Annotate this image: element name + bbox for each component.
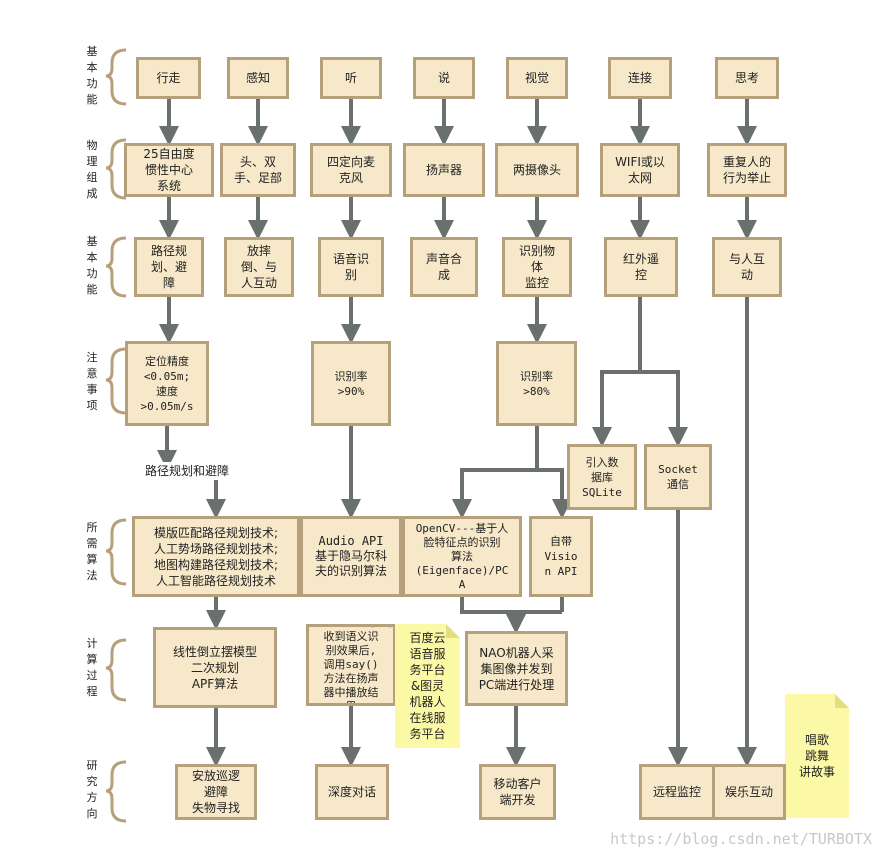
node-human-behavior: 重复人的 行为举止 (707, 143, 787, 197)
node-entertainment: 娱乐互动 (712, 764, 786, 820)
row-label-notes: 注 意 事 项 (86, 351, 98, 412)
node-wifi: WIFI或以 太网 (600, 143, 680, 197)
node-hear: 听 (320, 57, 382, 99)
node-ir-remote: 红外遥 控 (604, 237, 678, 297)
node-audio-api: Audio API 基于隐马尔科 夫的识别算法 (300, 516, 402, 597)
node-cameras: 两摄像头 (495, 143, 579, 197)
node-rate-80: 识别率 >80% (496, 341, 577, 426)
arrow (592, 297, 642, 447)
node-interact: 与人互 动 (712, 237, 782, 297)
sticky-fold (835, 694, 849, 708)
node-path-algorithms: 模版匹配路径规划技术; 人工势场路径规划技术; 地图构建路径规划技术; 人工智能… (132, 516, 300, 597)
node-deep-dialog: 深度对话 (315, 764, 389, 820)
node-speak: 说 (413, 57, 475, 99)
brace (105, 760, 127, 823)
node-object-recognition: 识别物 体 监控 (502, 237, 572, 297)
row-label-algorithm: 所 需 算 法 (86, 521, 98, 582)
sticky-fold (446, 624, 460, 638)
node-imu: 25自由度 惯性中心 系统 (124, 143, 214, 197)
arrow (537, 468, 572, 519)
row-label-compute: 计 算 过 程 (86, 637, 98, 698)
brace (105, 638, 127, 702)
brace (105, 48, 127, 106)
node-mobile-client: 移动客户 端开发 (479, 764, 556, 820)
node-path-planning: 路径规 划、避 障 (134, 237, 204, 297)
path-planning-label: 路径规划和避障 (143, 462, 232, 479)
node-nao-image: NAO机器人采 集图像并发到 PC端进行处理 (465, 631, 568, 706)
node-patrol: 安放巡逻 避障 失物寻找 (175, 764, 257, 820)
arrow (640, 370, 688, 447)
node-think: 思考 (715, 57, 779, 99)
sticky-entertainment: 唱歌 跳舞 讲故事 (785, 694, 849, 818)
arrow (460, 597, 526, 634)
node-remote-monitor: 远程监控 (639, 764, 715, 820)
brace (105, 518, 127, 586)
brace (105, 138, 127, 200)
node-fall-protect: 放摔 倒、与 人互动 (224, 237, 294, 297)
watermark: https://blog.csdn.net/TURBOTX (610, 830, 872, 848)
node-vision-api: 自带 Visio n API (529, 516, 593, 597)
arrow (452, 426, 539, 519)
node-precision: 定位精度 <0.05m; 速度 >0.05m/s (125, 341, 209, 426)
row-label-research: 研 究 方 向 (86, 759, 98, 820)
node-sense: 感知 (227, 57, 289, 99)
node-vision: 视觉 (506, 57, 568, 99)
node-pendulum: 线性倒立摆模型 二次规划 APF算法 (153, 627, 277, 708)
row-label-physical: 物 理 组 成 (86, 139, 98, 200)
node-animation: Animation模式 收到语义识 别效果后, 调用say() 方法在扬声 器中… (306, 624, 396, 706)
node-connect: 连接 (608, 57, 672, 99)
node-speech-recognition: 语音识 别 (318, 237, 384, 297)
sticky-baidu: 百度云 语音服 务平台 &图灵 机器人 在线服 务平台 (395, 624, 460, 748)
row-label-basic-function: 基 本 功 能 (86, 45, 98, 106)
brace (105, 236, 127, 298)
node-walk: 行走 (136, 57, 201, 99)
node-speech-synthesis: 声音合 成 (410, 237, 478, 297)
node-rate-90: 识别率 >90% (311, 341, 391, 426)
brace (105, 347, 127, 415)
node-microphones: 四定向麦 克风 (310, 143, 392, 197)
node-opencv: OpenCV---基于人 脸特征点的识别 算法 (Eigenface)/PC A (402, 516, 522, 597)
node-head-hands-feet: 头、双 手、足部 (220, 143, 296, 197)
node-sqlite: 引入数 据库 SQLite (567, 444, 637, 510)
node-speaker: 扬声器 (403, 143, 485, 197)
row-label-function: 基 本 功 能 (86, 235, 98, 296)
node-socket: Socket 通信 (644, 444, 712, 510)
